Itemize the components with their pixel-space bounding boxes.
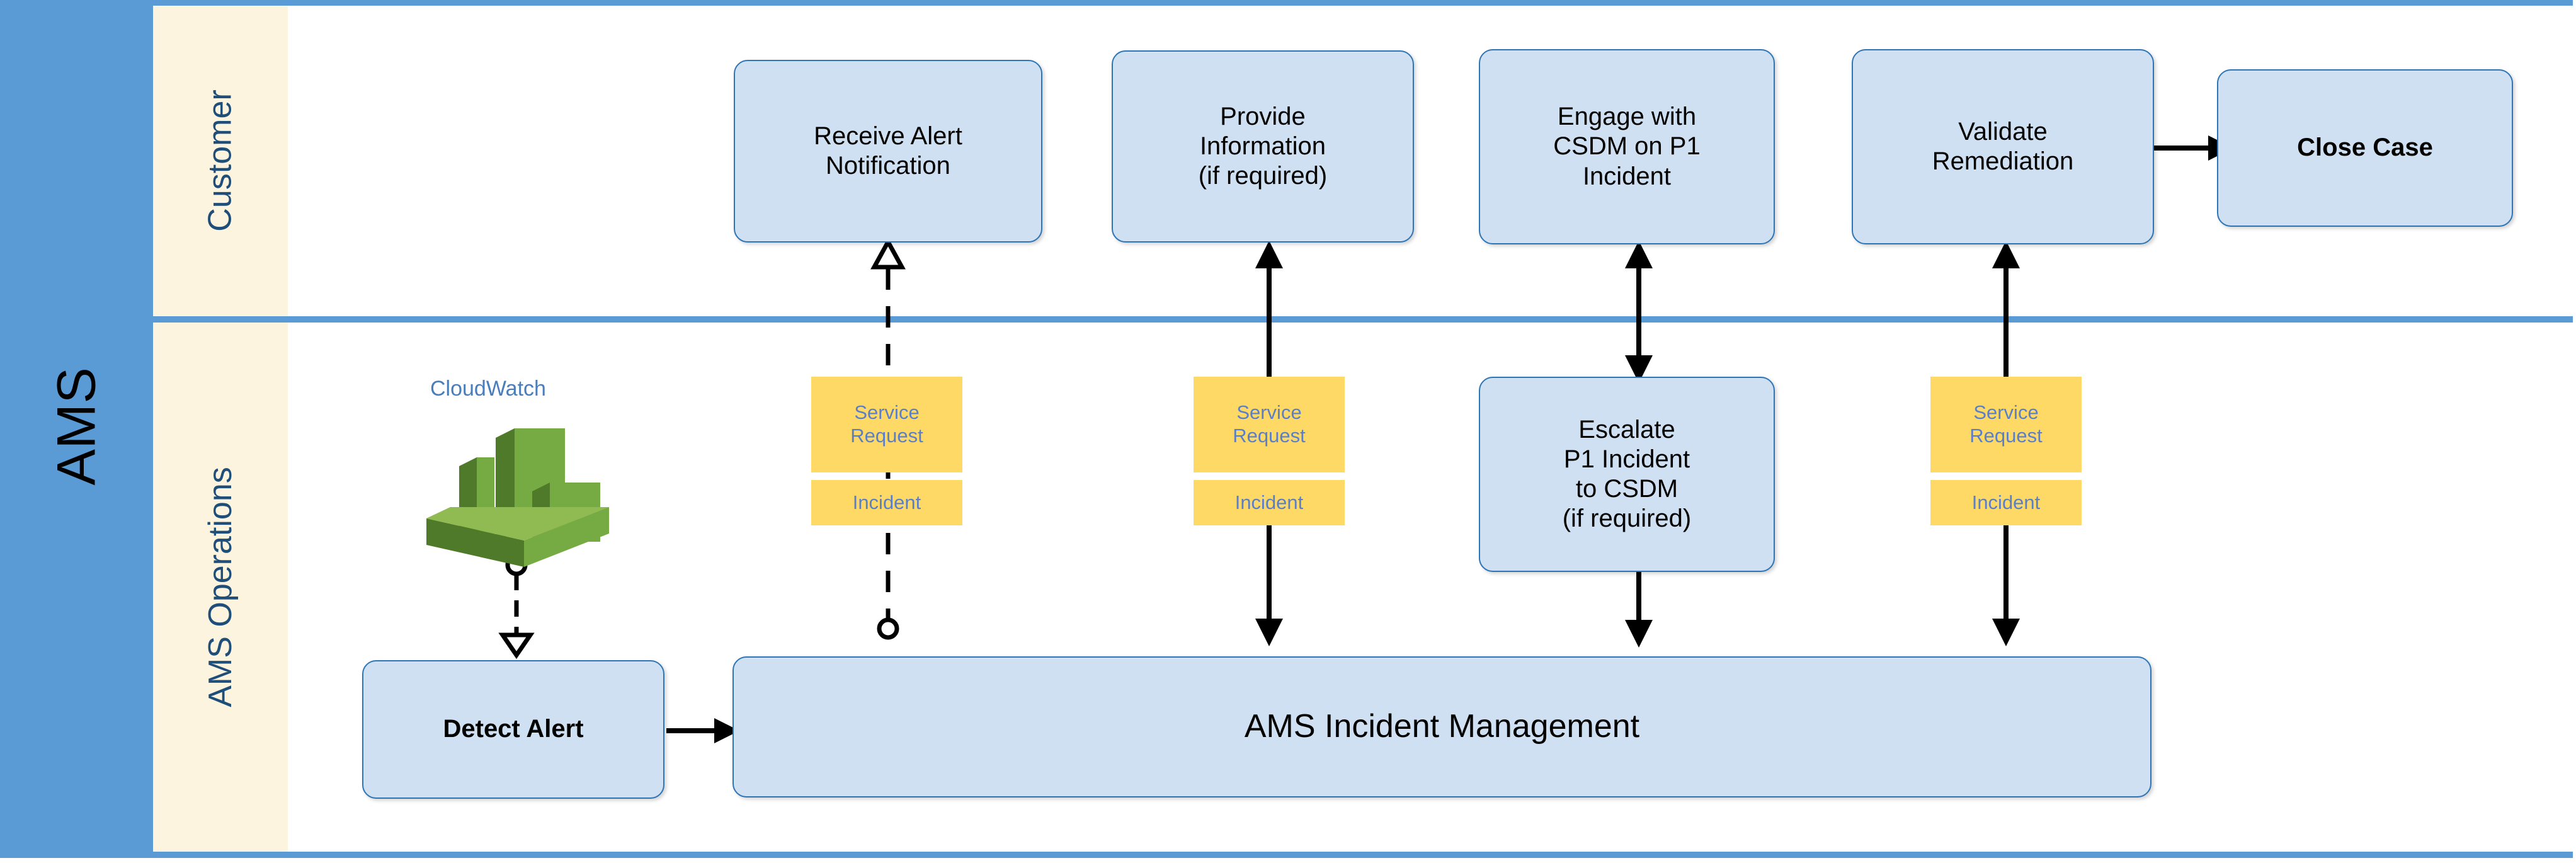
pool-top-border — [153, 0, 2573, 6]
node-close-case[interactable]: Close Case — [2217, 69, 2513, 227]
lane-divider — [153, 316, 2573, 323]
cloudwatch-icon — [420, 416, 622, 576]
node-close-case-label: Close Case — [2297, 134, 2433, 162]
badge-incident-1[interactable]: Incident — [811, 480, 962, 525]
cloudwatch-label: CloudWatch — [430, 377, 546, 401]
lane-header-customer: Customer — [153, 5, 288, 316]
connector-ams-to-provide-information — [1250, 239, 1288, 391]
pool-bottom-border — [0, 852, 2573, 858]
connector-provide-information-to-ams — [1250, 517, 1288, 649]
lane-header-ams-operations-label: AMS Operations — [202, 467, 239, 707]
badge-incident-2[interactable]: Incident — [1194, 480, 1345, 525]
connector-ams-to-validate-remediation — [1987, 239, 2025, 391]
badge-incident-2-label: Incident — [1234, 491, 1304, 513]
connector-engage-escalate-bidirectional — [1620, 239, 1658, 384]
lane-header-ams-operations: AMS Operations — [153, 323, 288, 852]
lane-body-customer — [288, 5, 2573, 316]
pool-label-text: AMS — [46, 367, 106, 485]
connector-ams-to-receive-alert-notification — [863, 237, 913, 643]
connector-validate-remediation-to-ams — [1987, 517, 2025, 649]
node-detect-alert[interactable]: Detect Alert — [362, 660, 664, 799]
pool-band-ams: AMS — [0, 0, 153, 852]
connector-detect-alert-to-ams — [666, 712, 742, 750]
badge-incident-1-label: Incident — [852, 491, 921, 513]
node-ams-incident-management-label: AMS Incident Management — [1244, 708, 1640, 745]
badge-incident-3[interactable]: Incident — [1930, 480, 2082, 525]
node-detect-alert-label: Detect Alert — [443, 715, 584, 743]
node-ams-incident-management[interactable]: AMS Incident Management — [732, 656, 2151, 797]
lane-header-customer-label: Customer — [202, 89, 239, 232]
badge-incident-3-label: Incident — [1971, 491, 2041, 513]
